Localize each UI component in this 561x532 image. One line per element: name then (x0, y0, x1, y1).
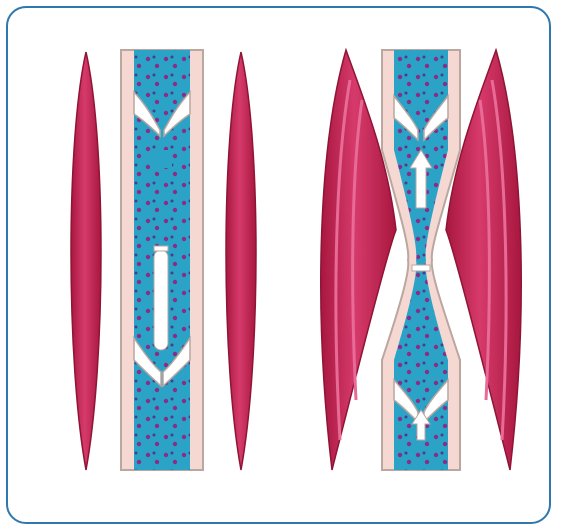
panel-contracted (321, 50, 521, 470)
arrow-shaft (154, 250, 168, 350)
arrow-notch (154, 246, 168, 251)
arrow-notch (412, 265, 430, 271)
muscle-right-relaxed (226, 52, 256, 470)
flow-channel (150, 150, 172, 168)
muscle-left-relaxed (71, 52, 101, 470)
panel-relaxed (71, 50, 256, 470)
